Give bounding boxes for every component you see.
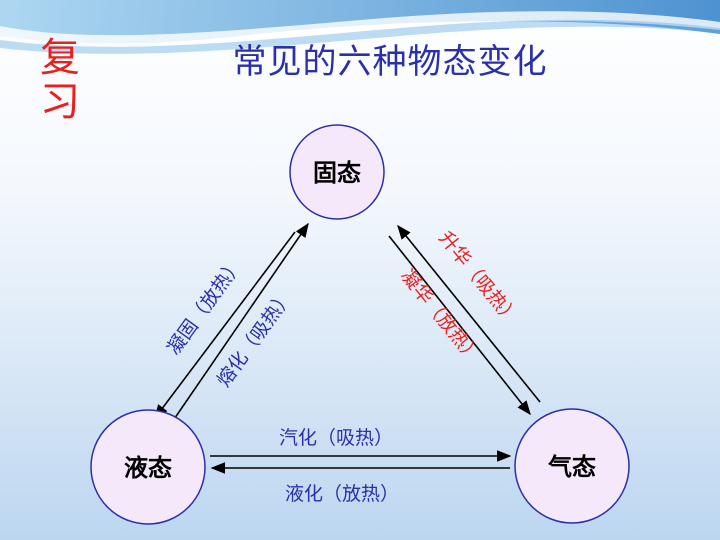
page-title: 常见的六种物态变化 [232,42,548,82]
sublimation-arrow [397,224,541,403]
gas-state-node: 气态 [514,408,630,524]
freezing-arrow [154,231,296,420]
review-label-char-2: 习 [40,79,80,125]
freezing-label: 凝固（放热） [163,254,248,359]
header-swoosh-decoration [0,0,720,54]
vaporization-label: 汽化（吸热） [279,427,393,449]
solid-state-label: 固态 [313,159,361,187]
liquid-state-node: 液态 [90,409,206,525]
liquid-state-label: 液态 [124,454,172,482]
melting-arrow [167,222,309,429]
gas-state-label: 气态 [547,453,596,481]
solid-state-node: 固态 [289,124,385,220]
review-label-char-1: 复 [40,35,80,81]
liquefaction-label: 液化（放热） [285,483,399,505]
deposition-arrow [388,235,531,416]
